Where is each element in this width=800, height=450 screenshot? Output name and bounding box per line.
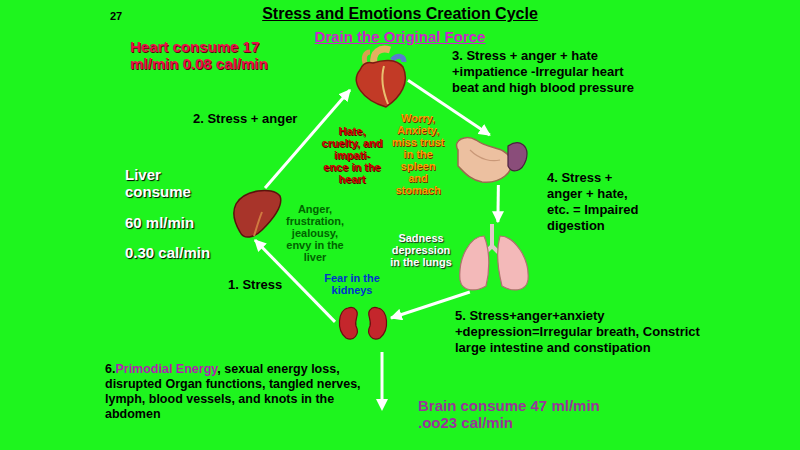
heart-node: Hate, cruelty, and impati- ence in the h… [350,50,408,108]
step-number: 6. [105,362,115,376]
liver-consumption: 60 ml/min [125,214,194,231]
kidneys-node: Fear in the kidneys [335,305,391,341]
step-label: 4. Stress + anger + hate, etc. = Impaire… [547,170,647,234]
organ-stroke [508,143,527,171]
organ-stroke [470,150,500,161]
liver-consumption: Liver consume [125,166,215,200]
step-label: 2. Stress + anger [193,111,297,127]
organ-stroke [254,212,262,236]
page-number: 27 [110,10,122,22]
step-label: 5. Stress+anger+anxiety +depression=Irre… [455,308,723,356]
step-six-block: 6.Primodial Energy, sexual energy loss, … [105,362,373,422]
organ-stroke [382,66,388,104]
lungs-drawing [460,224,528,290]
step-label: 3. Stress + anger + hate +impatience -Ir… [452,48,650,96]
organ-stroke [460,236,489,290]
organ-stroke [457,138,512,183]
emotion-label: Anger, frustration, jealousy, envy in th… [283,203,347,263]
subtitle: Drain the Original Force [270,28,530,45]
emotion-label: Fear in the kidneys [316,272,388,296]
energy-term: Primodial Energy [115,362,217,376]
stomach-spleen-drawing [457,138,527,183]
liver-drawing [234,190,281,237]
organ-stroke [234,190,281,237]
emotion-label: Sadness depression in the lungs [390,232,452,268]
kidneys-drawing [339,307,386,339]
organ-stroke [381,352,384,400]
emotion-label: Worry, Anxiety, miss trust in the spleen… [390,112,446,196]
step-label: 1. Stress [228,277,282,293]
liver-consumption: 0.30 cal/min [125,244,210,261]
cycle-arrow [496,185,499,222]
lungs-node: Sadness depression in the lungs [455,222,533,292]
stomach-node: Worry, Anxiety, miss trust in the spleen… [450,135,528,185]
organ-stroke [369,307,387,339]
down-arrow [376,352,388,411]
organ-stroke [376,399,388,411]
organ-stroke [498,236,528,290]
organ-stroke [356,60,405,107]
organ-stroke [339,307,357,339]
emotion-label: Hate, cruelty, and impati- ence in the h… [320,125,384,185]
brain-consumption: Brain consume 47 ml/min .oo23 cal/min [418,397,618,431]
liver-node: Anger, frustration, jealousy, envy in th… [232,188,282,240]
heart-consumption: Heart consume 17 ml/min 0.08 cal/min [130,38,280,72]
heart-drawing [356,49,405,107]
